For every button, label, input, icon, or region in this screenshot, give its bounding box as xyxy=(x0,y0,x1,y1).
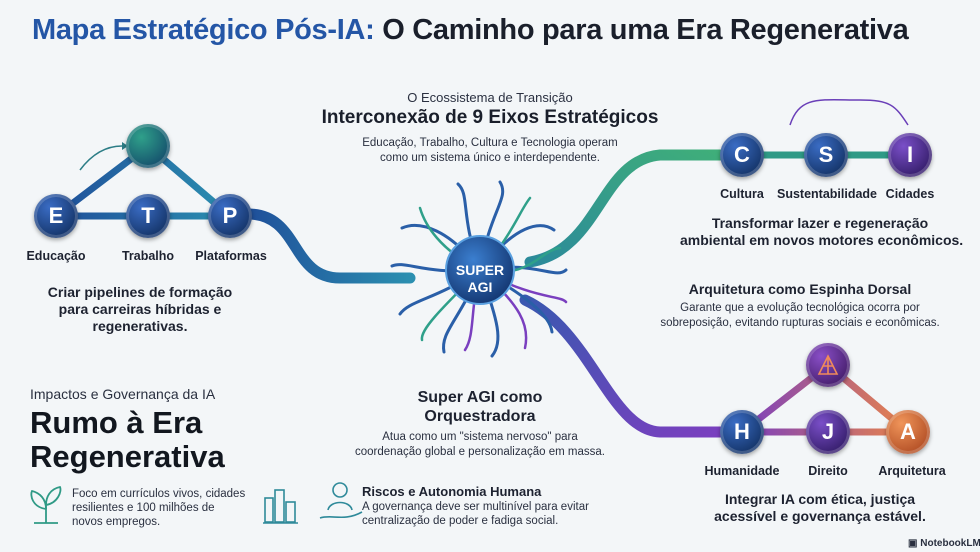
focus-line-2: resilientes e 100 milhões de xyxy=(72,502,215,514)
education-graduation-node xyxy=(126,124,170,168)
left-desc-3: regenerativas. xyxy=(92,318,188,334)
node-C: C xyxy=(720,133,764,177)
risk-line-1: A governança deve ser multinível para ev… xyxy=(362,501,589,513)
node-A: A xyxy=(886,410,930,454)
label-sustentabilidade: Sustentabilidade xyxy=(776,187,878,201)
label-cidades: Cidades xyxy=(885,187,935,201)
orchestrator-heading-1: Super AGI como xyxy=(417,389,543,406)
hub-label-1: SUPER xyxy=(455,262,505,278)
node-T: T xyxy=(126,194,170,238)
node-P: P xyxy=(208,194,252,238)
left-desc-1: Criar pipelines de formação xyxy=(47,284,233,300)
page-title: Mapa Estratégico Pós-IA: O Caminho para … xyxy=(32,14,909,47)
architecture-structure-node xyxy=(806,343,850,387)
right-top-arc xyxy=(789,98,909,126)
title-rest: O Caminho para uma Era Regenerativa xyxy=(382,14,909,46)
architecture-desc-2: sobreposição, evitando rupturas sociais … xyxy=(660,317,940,329)
orchestrator-heading-2: Orquestradora xyxy=(424,408,536,425)
impacts-heading-1: Rumo à Era xyxy=(30,405,203,440)
focus-line-3: novos empregos. xyxy=(72,516,161,528)
person-hand-graphic xyxy=(319,482,363,519)
node-I: I xyxy=(888,133,932,177)
hub-label-2: AGI xyxy=(467,279,493,295)
label-educacao: Educação xyxy=(26,249,86,263)
city-icon xyxy=(262,488,298,524)
right-top-connector xyxy=(524,149,726,268)
impacts-kicker: Impactos e Governança da IA xyxy=(30,386,216,402)
node-S: S xyxy=(804,133,848,177)
architecture-heading: Arquitetura como Espinha Dorsal xyxy=(688,281,912,297)
right-top-desc-2: ambiental em novos motores econômicos. xyxy=(680,232,964,248)
ecosystem-desc-2: como um sistema único e interdependente. xyxy=(380,152,600,164)
right-bottom-connector xyxy=(519,294,726,438)
ecosystem-desc-1: Educação, Trabalho, Cultura e Tecnologia… xyxy=(362,137,618,149)
label-plataformas: Plataformas xyxy=(195,249,267,263)
label-direito: Direito xyxy=(808,464,848,478)
right-bottom-desc-1: Integrar IA com ética, justiça xyxy=(724,491,916,507)
hub-burst xyxy=(390,180,568,358)
risk-heading: Riscos e Autonomia Humana xyxy=(362,484,542,499)
title-highlight: Mapa Estratégico Pós-IA: xyxy=(32,14,375,46)
notebooklm-icon: ▣ xyxy=(908,538,918,549)
architecture-desc-1: Garante que a evolução tecnológica ocorr… xyxy=(680,302,920,314)
watermark: ▣ NotebookLM xyxy=(908,538,980,549)
ecosystem-kicker: O Ecossistema de Transição xyxy=(407,90,573,105)
left-connector xyxy=(242,208,416,284)
impacts-heading-2: Regenerativa xyxy=(30,439,225,474)
risk-line-2: centralização de poder e fadiga social. xyxy=(362,515,559,527)
right-bottom-desc-2: acessível e governança estável. xyxy=(714,508,926,524)
orchestrator-desc-2: coordenação global e personalização em m… xyxy=(355,446,605,458)
focus-line-1: Foco em currículos vivos, cidades xyxy=(72,488,246,500)
left-arrow xyxy=(79,145,123,171)
right-top-desc-1: Transformar lazer e regeneração xyxy=(711,215,929,231)
sprout-icon xyxy=(26,484,66,524)
node-H: H xyxy=(720,410,764,454)
node-E: E xyxy=(34,194,78,238)
orchestrator-desc-1: Atua como um "sistema nervoso" para xyxy=(382,431,578,443)
watermark-text: NotebookLM xyxy=(920,538,980,549)
node-J: J xyxy=(806,410,850,454)
city-icon-graphic xyxy=(263,489,298,524)
person-hand-icon xyxy=(318,484,362,524)
sprout-icon-graphic xyxy=(30,485,62,524)
left-desc-2: para carreiras híbridas e xyxy=(58,301,222,317)
ecosystem-heading: Interconexão de 9 Eixos Estratégicos xyxy=(321,107,659,128)
structure-icon xyxy=(817,354,839,375)
label-trabalho: Trabalho xyxy=(121,249,175,263)
label-arquitetura: Arquitetura xyxy=(878,464,946,478)
label-cultura: Cultura xyxy=(720,187,764,201)
label-humanidade: Humanidade xyxy=(704,464,780,478)
